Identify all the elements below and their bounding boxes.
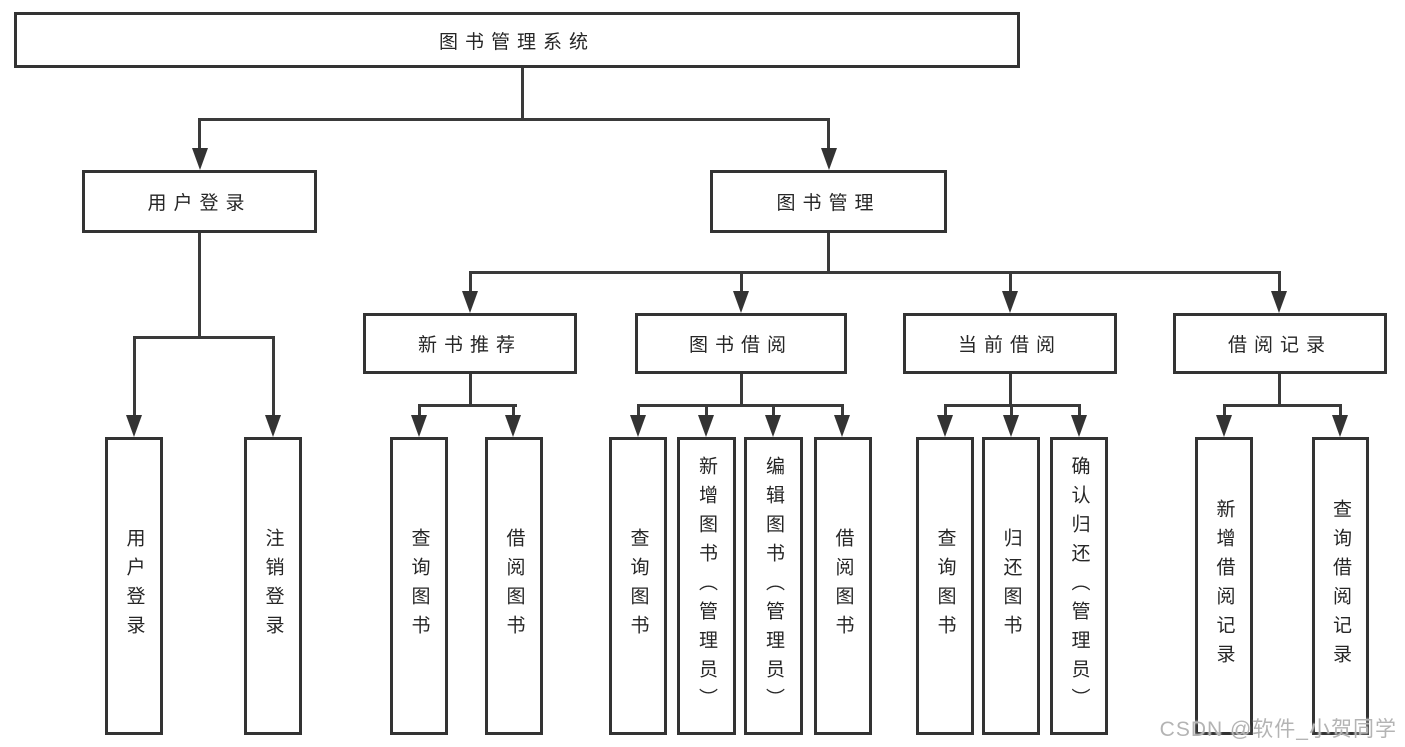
arrowhead-down-borrow-record — [1271, 291, 1287, 313]
connector-stub-query-books-borrow — [637, 404, 640, 418]
connector-stub-borrow-books — [841, 404, 844, 418]
arrowhead-down-current-borrow — [1002, 291, 1018, 313]
node-borrow-record: 借阅记录 — [1173, 313, 1387, 374]
leaf-borrow-books: 借阅图书 — [814, 437, 872, 735]
connector-borrow-branch — [637, 404, 844, 407]
leaf-confirm-return-admin: 确认归还（管理员） — [1050, 437, 1108, 735]
arrowhead-down-query-borrow-record — [1332, 415, 1348, 437]
connector-stub-book-management — [827, 118, 830, 151]
connector-stub-new-book-recommend — [469, 271, 472, 294]
node-book-borrow: 图书借阅 — [635, 313, 847, 374]
arrowhead-down-book-borrow — [733, 291, 749, 313]
connector-stub-user-login — [198, 118, 201, 151]
connector-stub-borrow-record — [1278, 271, 1281, 294]
leaf-return-books: 归还图书 — [982, 437, 1040, 735]
connector-stub-add-borrow-record — [1223, 404, 1226, 418]
arrowhead-down-edit-books-admin — [765, 415, 781, 437]
connector-stub-borrow-books-recommend — [512, 404, 515, 418]
connector-stub-book-borrow — [740, 271, 743, 294]
connector-root-branch — [198, 118, 830, 121]
arrowhead-down-user-login — [192, 148, 208, 170]
arrowhead-down-borrow-books-recommend — [505, 415, 521, 437]
leaf-user-login: 用户登录 — [105, 437, 163, 735]
arrowhead-down-new-book-recommend — [462, 291, 478, 313]
leaf-logout: 注销登录 — [244, 437, 302, 735]
connector-user-login-branch — [133, 336, 275, 339]
arrowhead-down-query-books-current — [937, 415, 953, 437]
connector-stub-current-borrow — [1009, 271, 1012, 294]
arrowhead-down-confirm-return — [1071, 415, 1087, 437]
arrowhead-down-query-books-borrow — [630, 415, 646, 437]
connector-record-trunk — [1278, 374, 1281, 407]
leaf-add-borrow-record: 新增借阅记录 — [1195, 437, 1253, 735]
connector-stub-confirm-return — [1078, 404, 1081, 418]
leaf-borrow-books-recommend: 借阅图书 — [485, 437, 543, 735]
connector-stub-add-books-admin — [705, 404, 708, 418]
arrowhead-down-add-borrow-record — [1216, 415, 1232, 437]
arrowhead-down-leaf-logout — [265, 415, 281, 437]
connector-stub-query-books-recommend — [418, 404, 421, 418]
arrowhead-down-book-management — [821, 148, 837, 170]
connector-stub-return-books — [1010, 404, 1013, 418]
arrowhead-down-query-books-recommend — [411, 415, 427, 437]
connector-stub-edit-books-admin — [772, 404, 775, 418]
arrowhead-down-leaf-user-login — [126, 415, 142, 437]
connector-record-branch — [1223, 404, 1342, 407]
node-user-login: 用户登录 — [82, 170, 317, 233]
leaf-edit-books-admin: 编辑图书（管理员） — [744, 437, 803, 735]
node-current-borrow: 当前借阅 — [903, 313, 1117, 374]
leaf-add-books-admin: 新增图书（管理员） — [677, 437, 736, 735]
leaf-query-books-recommend: 查询图书 — [390, 437, 448, 735]
leaf-query-books-borrow: 查询图书 — [609, 437, 667, 735]
connector-book-management-trunk — [827, 233, 830, 273]
connector-recommend-trunk — [469, 374, 472, 407]
connector-book-management-branch — [469, 271, 1281, 274]
connector-stub-leaf-user-login — [133, 336, 136, 418]
arrowhead-down-borrow-books — [834, 415, 850, 437]
csdn-watermark: CSDN @软件_小贺同学 — [1159, 718, 1397, 741]
node-library-management-system: 图书管理系统 — [14, 12, 1020, 68]
connector-user-login-trunk — [198, 233, 201, 339]
connector-stub-query-borrow-record — [1339, 404, 1342, 418]
connector-recommend-branch — [418, 404, 517, 407]
connector-stub-query-books-current — [944, 404, 947, 418]
node-book-management: 图书管理 — [710, 170, 947, 233]
arrowhead-down-return-books — [1003, 415, 1019, 437]
arrowhead-down-add-books-admin — [698, 415, 714, 437]
connector-root-trunk — [521, 68, 524, 119]
leaf-query-books-current: 查询图书 — [916, 437, 974, 735]
connector-borrow-trunk — [740, 374, 743, 407]
node-new-book-recommend: 新书推荐 — [363, 313, 577, 374]
leaf-query-borrow-record: 查询借阅记录 — [1312, 437, 1369, 735]
connector-current-trunk — [1009, 374, 1012, 407]
connector-stub-leaf-logout — [272, 336, 275, 418]
